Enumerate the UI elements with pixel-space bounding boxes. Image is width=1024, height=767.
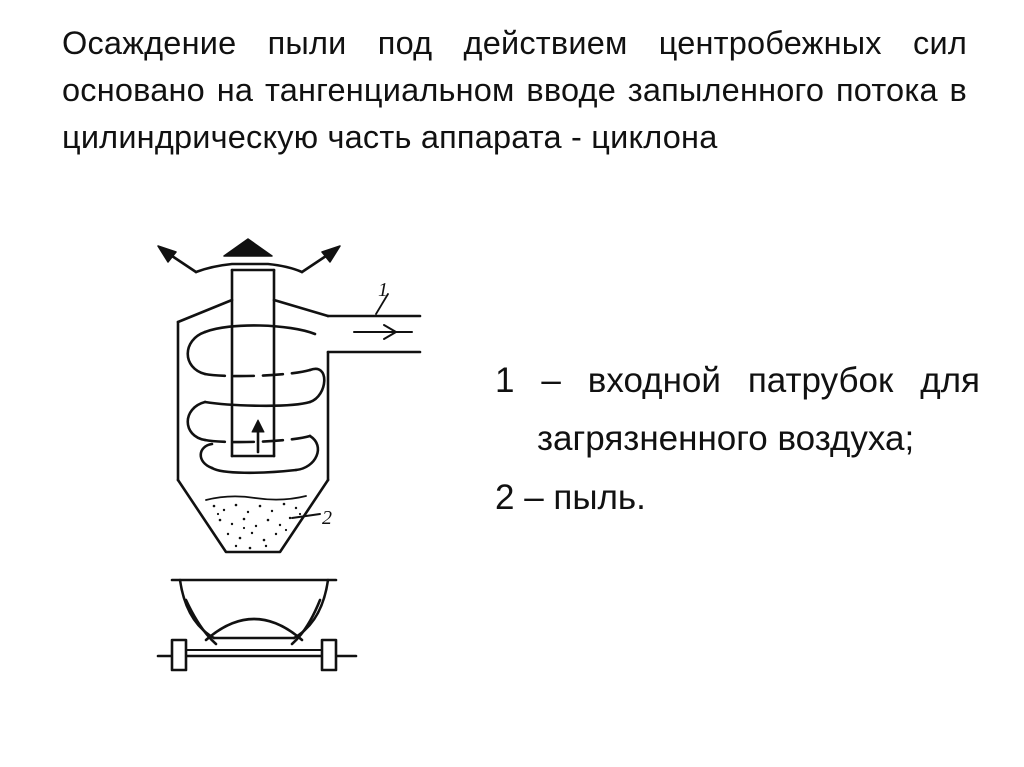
dust-deposit bbox=[205, 495, 307, 550]
inlet-leader-line bbox=[375, 293, 389, 315]
slide-title: Осаждение пыли под действием центробежны… bbox=[62, 25, 967, 155]
exhaust-pipe bbox=[230, 268, 276, 458]
label-2: 2 bbox=[322, 507, 332, 529]
dust-leader-line bbox=[291, 513, 321, 519]
cyclone-body bbox=[176, 298, 330, 554]
legend: 1 – входной патрубок для загрязненного в… bbox=[495, 352, 980, 527]
inlet-pipe bbox=[326, 314, 422, 354]
legend-item-dust: 2 – пыль. bbox=[495, 478, 646, 517]
exhaust-arrows bbox=[157, 238, 341, 274]
legend-item-inlet: 1 – входной патрубок для загрязненного в… bbox=[495, 361, 980, 458]
label-1: 1 bbox=[378, 279, 388, 301]
dust-bin bbox=[156, 578, 358, 672]
spiral-flow bbox=[186, 324, 326, 475]
cyclone-diagram: 1 2 bbox=[156, 238, 422, 672]
